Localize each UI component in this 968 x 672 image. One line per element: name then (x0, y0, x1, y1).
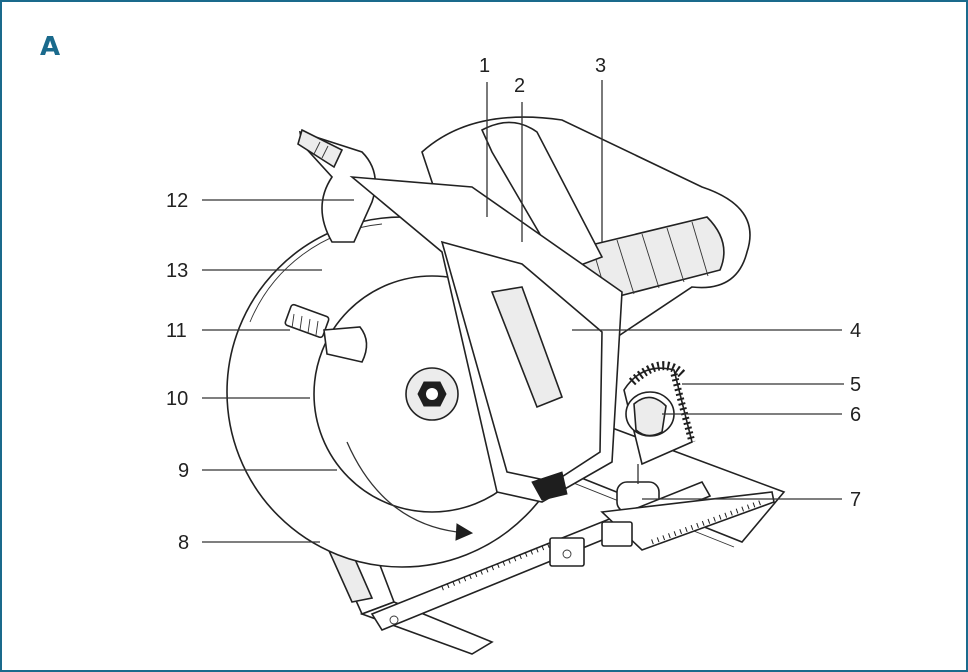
panel-label: A (40, 32, 61, 62)
callout-10: 10 (166, 388, 188, 410)
leader-lines (202, 80, 844, 543)
bevel-adjust (616, 361, 696, 513)
callout-5: 5 (850, 374, 861, 396)
callout-4: 4 (850, 320, 861, 342)
rear-handle (297, 128, 377, 243)
front-scale (370, 480, 775, 631)
depth-lever (284, 303, 368, 363)
callout-2: 2 (514, 75, 525, 97)
callout-8: 8 (178, 532, 189, 554)
callout-6: 6 (850, 404, 861, 426)
callout-7: 7 (850, 489, 861, 511)
callout-12: 12 (166, 190, 188, 212)
callout-labels: 1 2 3 4 5 6 7 8 9 10 11 13 12 (166, 55, 861, 554)
callout-1: 1 (479, 55, 490, 77)
callout-13: 13 (166, 260, 188, 282)
callout-9: 9 (178, 460, 189, 482)
upper-guard (349, 175, 623, 503)
callout-3: 3 (595, 55, 606, 77)
callout-11: 11 (166, 320, 187, 342)
